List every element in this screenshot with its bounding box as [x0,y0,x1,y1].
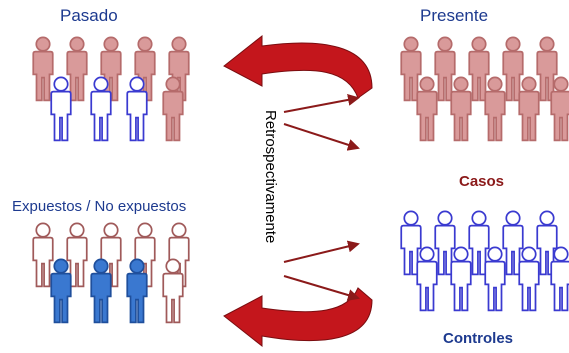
case-person-icon [450,76,472,142]
exposure-title: Expuestos / No expuestos [12,198,187,215]
present-title: Presente [420,6,489,25]
unexposed-person-icon [162,258,184,324]
control-person-icon [416,246,438,312]
case-person-icon [502,36,524,102]
control-person-icon [90,76,112,142]
arrow-right-icon [283,93,360,113]
control-person-icon [126,76,148,142]
past-title: Pasado [60,6,118,25]
exposed-person-icon [126,258,148,324]
case-person-icon [162,76,184,142]
arrow-right-icon [283,240,360,263]
case-person-icon [32,36,54,102]
control-person-icon [50,76,72,142]
case-person-icon [400,36,422,102]
case-person-icon [518,76,540,142]
case-person-icon [484,76,506,142]
curved-arrow-icon [223,287,373,348]
controls-label: Controles [443,330,514,347]
control-person-icon [450,246,472,312]
arrow-right-icon [283,275,360,301]
curved-arrow-icon [223,34,373,99]
case-person-icon [434,36,456,102]
unexposed-person-icon [32,222,54,288]
case-person-icon [416,76,438,142]
exposed-person-icon [50,258,72,324]
control-person-icon [518,246,540,312]
retrospective-direction-label: Retrospectivamente [262,110,279,244]
arrow-right-icon [283,123,360,151]
case-person-icon [468,36,490,102]
control-person-icon [484,246,506,312]
case-person-icon [66,36,88,102]
exposed-person-icon [90,258,112,324]
cases-label: Casos [459,173,505,190]
